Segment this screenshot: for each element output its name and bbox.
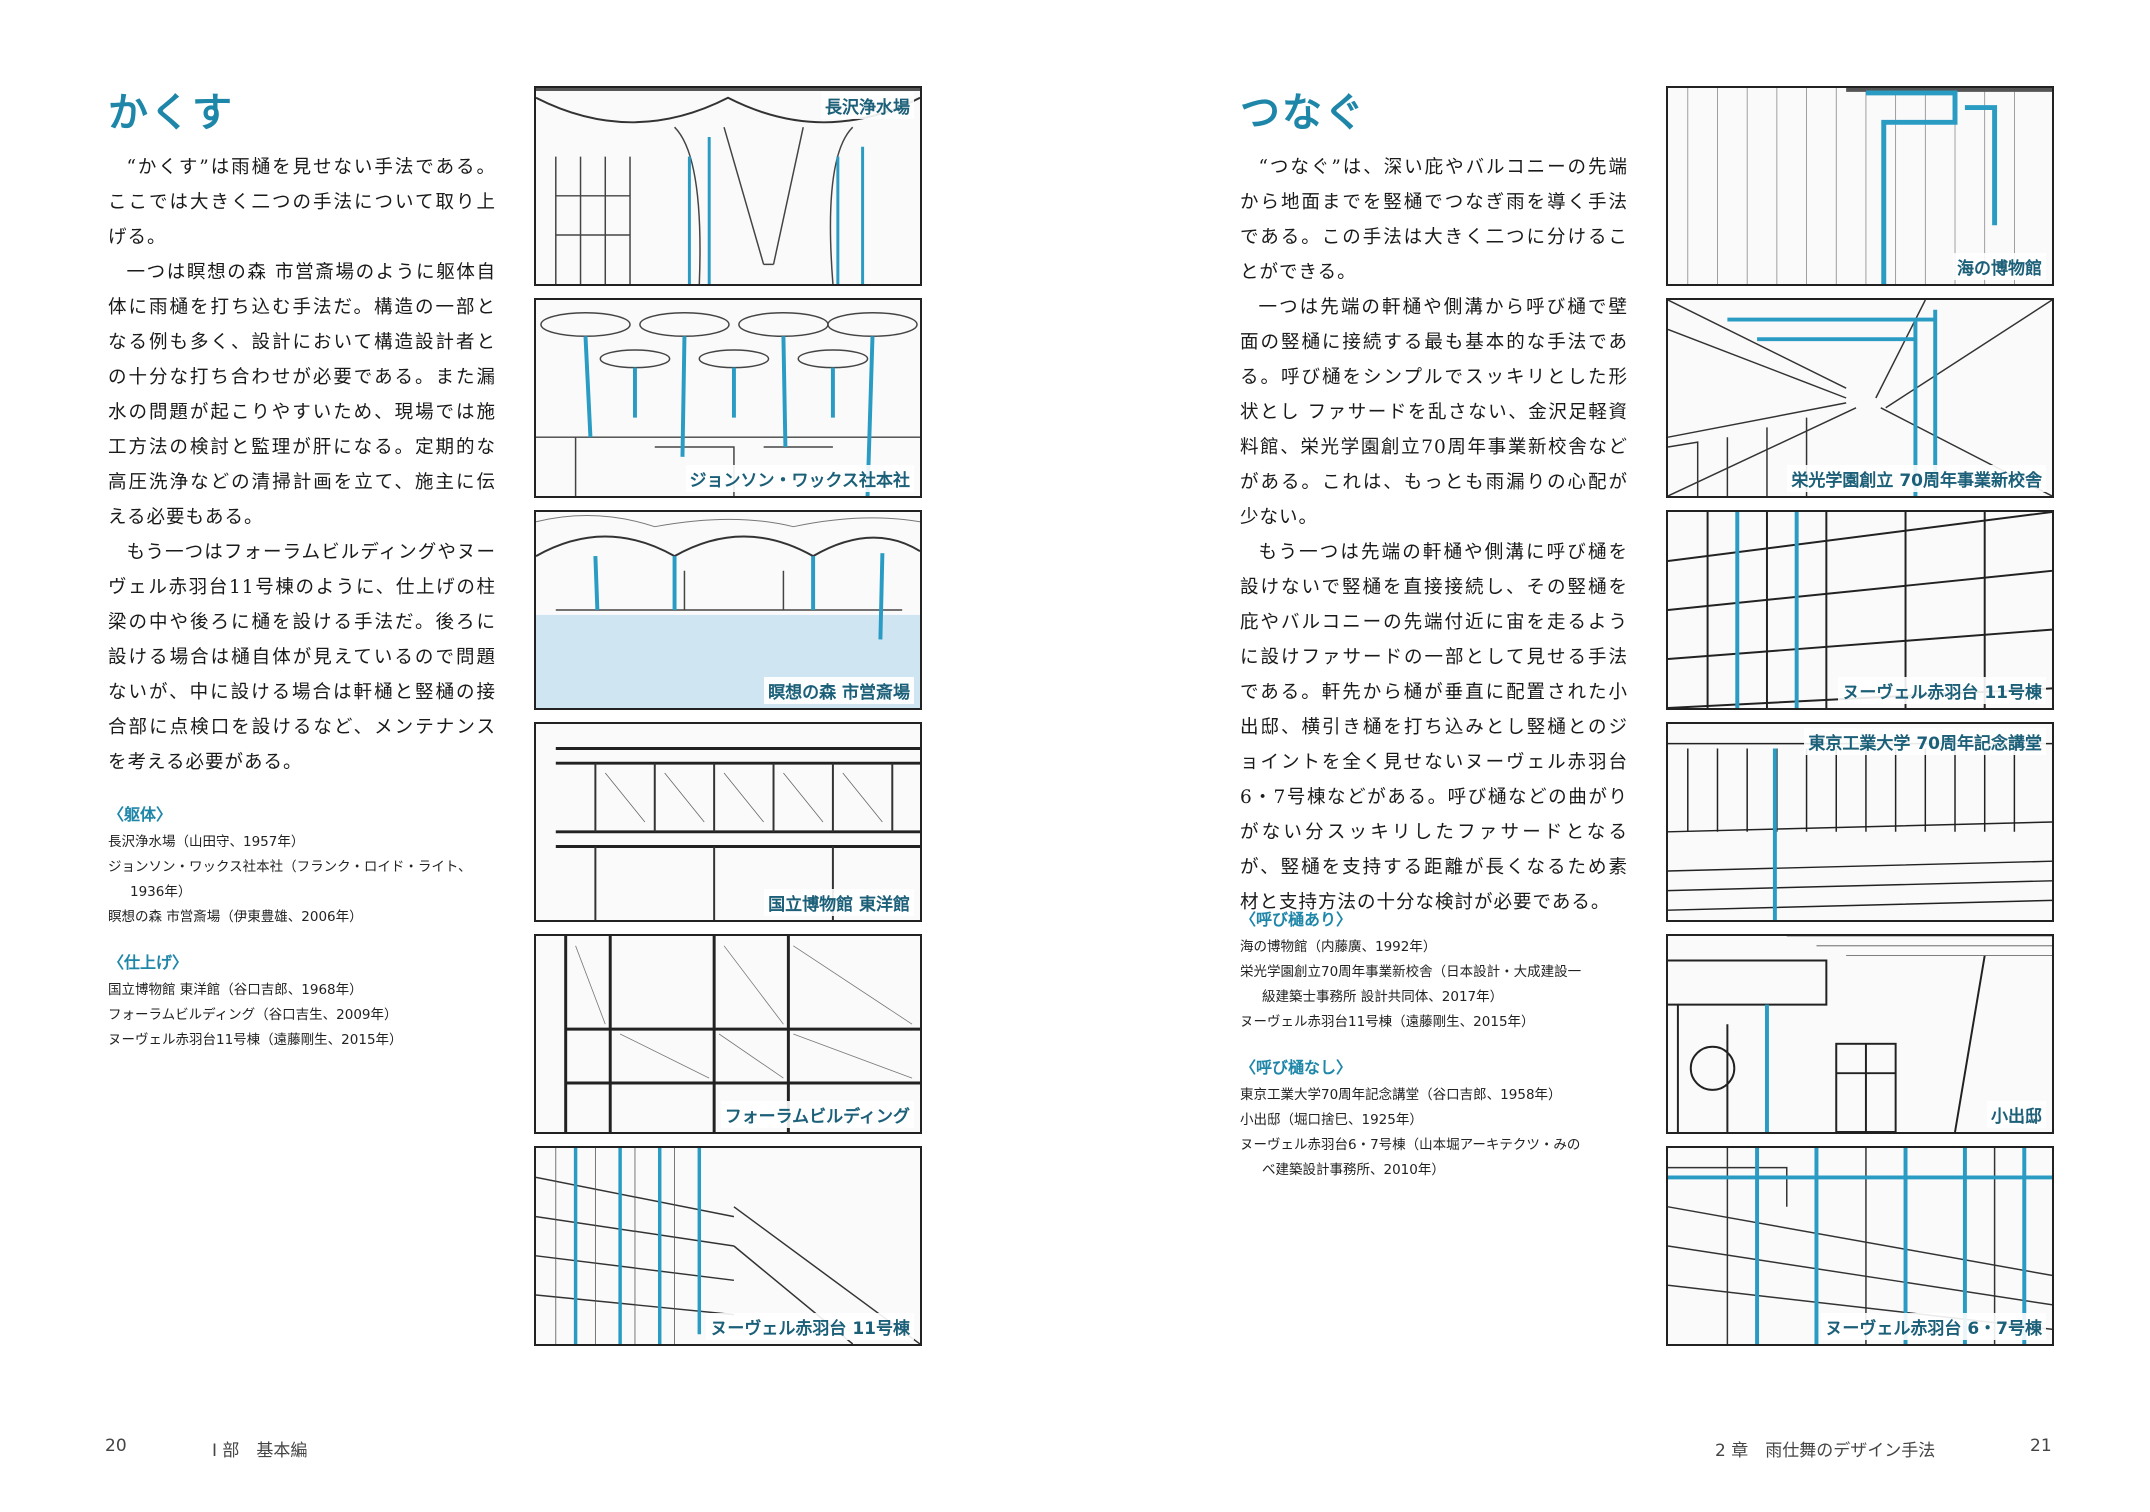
credit-item: 小出邸（堀口捨巳、1925年） xyxy=(1240,1112,1423,1128)
credit-category: 〈呼び樋あり〉 xyxy=(1240,910,1353,929)
credit-item: 1936年） xyxy=(130,884,192,900)
credit-item: ヌーヴェル赤羽台11号棟（遠藤剛生、2015年） xyxy=(1240,1014,1535,1030)
panel-label: 栄光学園創立 70周年事業新校舎 xyxy=(1787,465,2046,492)
sketch-illustration xyxy=(536,312,920,496)
credit-item: ジョンソン・ワックス社本社（フランク・ロイド・ライト、 xyxy=(108,859,472,875)
sketch-panel: フォーラムビルディング xyxy=(534,934,922,1134)
sketch-panel: 国立博物館 東洋館 xyxy=(534,722,922,922)
credit-item: ヌーヴェル赤羽台11号棟（遠藤剛生、2015年） xyxy=(108,1032,403,1048)
credit-item: 海の博物館（内藤廣、1992年） xyxy=(1240,939,1437,955)
left-paragraph: “かくす”は雨樋を見せない手法である。ここでは大きく二つの手法について取り上げる… xyxy=(108,157,496,248)
sketch-panel: ヌーヴェル赤羽台 6・7号棟 xyxy=(1666,1146,2054,1346)
right-section-title: 2 章 雨仕舞のデザイン手法 xyxy=(1715,1441,1936,1461)
left-credits: 〈躯体〉 長沢浄水場（山田守、1957年） ジョンソン・ワックス社本社（フランク… xyxy=(108,800,508,1053)
credit-item: 国立博物館 東洋館（谷口吉郎、1968年） xyxy=(108,982,363,998)
panel-label: 小出邸 xyxy=(1987,1101,2046,1128)
panel-label: 長沢浄水場 xyxy=(821,92,914,119)
panel-label: ジョンソン・ワックス社本社 xyxy=(685,465,914,492)
sketch-panel: ジョンソン・ワックス社本社 xyxy=(534,298,922,498)
sketch-illustration xyxy=(564,936,920,1132)
sketch-panel: 海の博物館 xyxy=(1666,86,2054,286)
panel-label: 海の博物館 xyxy=(1953,253,2046,280)
sketch-illustration xyxy=(1668,300,2052,496)
sketch-panel: 東京工業大学 70周年記念講堂 xyxy=(1666,722,2054,922)
right-page-number: 21 xyxy=(2030,1436,2052,1456)
right-paragraph: “つなぐ”は、深い庇やバルコニーの先端から地面までを竪樋でつなぎ雨を導く手法であ… xyxy=(1240,157,1628,283)
sketch-panel: ヌーヴェル赤羽台 11号棟 xyxy=(1666,510,2054,710)
panel-label: ヌーヴェル赤羽台 11号棟 xyxy=(706,1313,914,1340)
panel-label: フォーラムビルディング xyxy=(720,1101,914,1128)
panel-label: 東京工業大学 70周年記念講堂 xyxy=(1804,728,2046,755)
left-paragraph: もう一つはフォーラムビルディングやヌーヴェル赤羽台11号棟のように、仕上げの柱梁… xyxy=(108,542,496,773)
sketch-illustration xyxy=(1668,512,2052,708)
panel-label: ヌーヴェル赤羽台 6・7号棟 xyxy=(1821,1313,2046,1340)
right-body: “つなぐ”は、深い庇やバルコニーの先端から地面までを竪樋でつなぎ雨を導く手法であ… xyxy=(1240,150,1628,920)
sketch-panel: 小出邸 xyxy=(1666,934,2054,1134)
sketch-panel: 長沢浄水場 xyxy=(534,86,922,286)
sketch-illustration xyxy=(1668,1148,2052,1344)
credit-item: 栄光学園創立70周年事業新校舎（日本設計・大成建設一 xyxy=(1240,964,1582,980)
left-paragraph: 一つは瞑想の森 市営斎場のように躯体自体に雨樋を打ち込む手法だ。構造の一部となる… xyxy=(108,262,496,528)
sketch-illustration xyxy=(1668,936,2052,1132)
credit-item: 長沢浄水場（山田守、1957年） xyxy=(108,834,305,850)
credit-item: フォーラムビルディング（谷口吉生、2009年） xyxy=(108,1007,398,1023)
left-page-number: 20 xyxy=(105,1436,127,1456)
sketch-panel: 瞑想の森 市営斎場 xyxy=(534,510,922,710)
panel-label: 国立博物館 東洋館 xyxy=(764,889,914,916)
right-heading: つなぐ xyxy=(1240,90,1366,136)
credit-item: べ建築設計事務所、2010年） xyxy=(1262,1162,1445,1178)
left-body: “かくす”は雨樋を見せない手法である。ここでは大きく二つの手法について取り上げる… xyxy=(108,150,496,780)
credit-item: 級建築士事務所 設計共同体、2017年） xyxy=(1262,989,1504,1005)
credit-category: 〈躯体〉 xyxy=(108,805,173,824)
credit-item: 東京工業大学70周年記念講堂（谷口吉郎、1958年） xyxy=(1240,1087,1562,1103)
panel-label: ヌーヴェル赤羽台 11号棟 xyxy=(1838,677,2046,704)
right-paragraph: もう一つは先端の軒樋や側溝に呼び樋を設けないで竪樋を直接接続し、その竪樋を庇やバ… xyxy=(1240,542,1628,913)
left-section-title: I 部 基本編 xyxy=(212,1441,308,1461)
panel-label: 瞑想の森 市営斎場 xyxy=(764,677,914,704)
credit-category: 〈呼び樋なし〉 xyxy=(1240,1058,1353,1077)
credit-category: 〈仕上げ〉 xyxy=(108,953,189,972)
sketch-panel: ヌーヴェル赤羽台 11号棟 xyxy=(534,1146,922,1346)
sketch-panel: 栄光学園創立 70周年事業新校舎 xyxy=(1666,298,2054,498)
credit-item: 瞑想の森 市営斎場（伊東豊雄、2006年） xyxy=(108,909,363,925)
left-heading: かくす xyxy=(108,90,234,136)
right-credits: 〈呼び樋あり〉 海の博物館（内藤廣、1992年） 栄光学園創立70周年事業新校舎… xyxy=(1240,905,1640,1183)
credit-item: ヌーヴェル赤羽台6・7号棟（山本堀アーキテクツ・みの xyxy=(1240,1137,1581,1153)
sketch-illustration xyxy=(1687,88,2052,284)
right-paragraph: 一つは先端の軒樋や側溝から呼び樋で壁面の竪樋に接続する最も基本的な手法である。呼… xyxy=(1240,297,1628,528)
